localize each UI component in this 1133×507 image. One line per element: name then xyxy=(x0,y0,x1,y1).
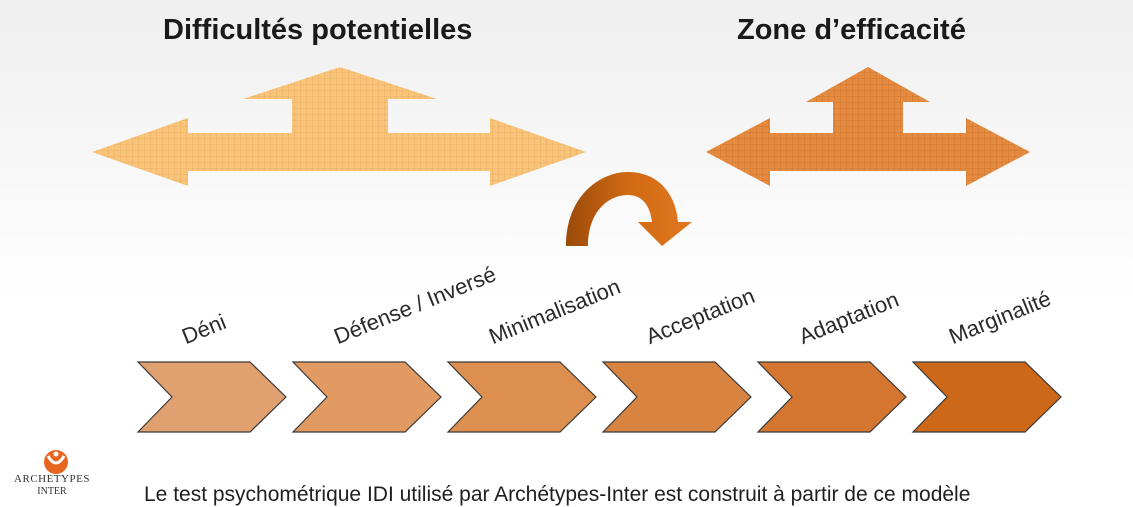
chevron-marginalite xyxy=(911,361,1062,433)
curved-arrow-icon xyxy=(566,172,692,246)
title-difficultes: Difficultés potentielles xyxy=(163,14,473,46)
chevron-acceptation xyxy=(601,361,752,433)
title-zone-efficacite: Zone d’efficacité xyxy=(737,14,966,46)
logo-text-inter: INTER xyxy=(37,486,67,497)
chevron-defense xyxy=(291,361,442,433)
efficacy-arrow xyxy=(706,67,1030,186)
difficulties-arrow xyxy=(92,67,586,186)
chevron-deni xyxy=(136,361,287,433)
chevron-adaptation xyxy=(756,361,907,433)
archetypes-logo xyxy=(44,450,68,474)
logo-text-archetypes: ARCHETYPES xyxy=(14,473,90,485)
diagram-canvas xyxy=(92,67,1062,433)
caption: Le test psychométrique IDI utilisé par A… xyxy=(144,483,971,506)
stage-chevrons xyxy=(136,361,1062,433)
chevron-minimalisation xyxy=(446,361,597,433)
